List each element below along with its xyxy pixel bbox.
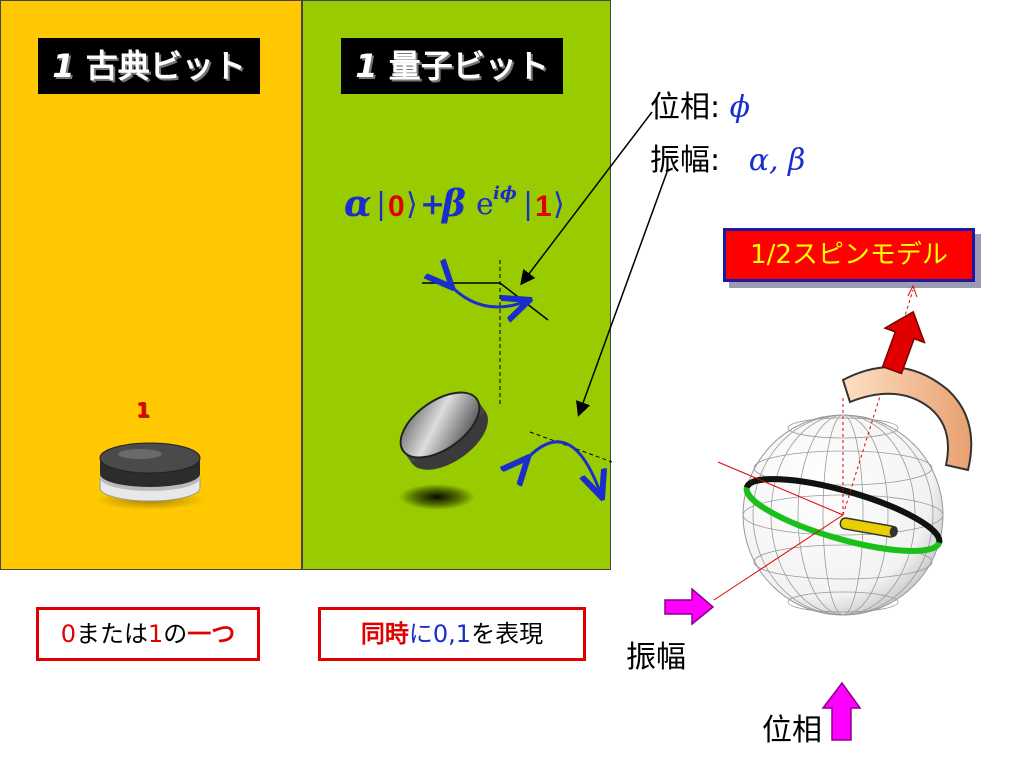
phase-legend-arrow [821,681,862,741]
phase-label: 位相: ϕ [650,90,751,125]
phase-callout-arrow [520,111,653,286]
svg-text:+: + [420,187,445,222]
classical-caption: 0または1の一つ [36,607,260,661]
phase-symbol: ϕ [729,90,751,125]
svg-text:⟩: ⟩ [553,187,565,222]
classical-bit-puck [95,442,205,510]
classical-bit-value: 1 [136,398,150,422]
coin-shadow [399,484,475,510]
spin-model-box: 1/2スピンモデル [723,228,975,282]
quantum-caption: 同時に0,1を表現 [318,607,586,661]
svg-text:e: e [476,187,494,222]
svg-text:iϕ: iϕ [493,183,517,204]
phase-angle-diagram [422,260,549,405]
amplitude-angle-diagram [524,431,613,492]
classical-bit-title: 1 古典ビット [38,38,260,94]
svg-text:0: 0 [388,190,405,223]
svg-text:α: α [344,183,372,225]
svg-text:β: β [440,183,466,225]
svg-text:|: | [376,187,386,222]
amplitude-callout-arrow [576,171,668,417]
amplitude-legend-arrow [664,587,715,626]
quantum-bit-title: 1 量子ビット [341,38,563,94]
legend-amplitude-label: 振幅 [626,640,686,675]
quantum-bit-coin [399,391,488,470]
svg-text:⟩: ⟩ [406,187,418,222]
svg-text:|: | [523,187,533,222]
amplitude-symbols: α, β [748,143,806,178]
state-equation: α | 0 ⟩ + β e iϕ | 1 ⟩ [344,183,565,225]
legend-phase-label: 位相 [762,713,822,748]
svg-text:1: 1 [535,190,552,223]
spin-sphere [713,284,973,616]
amplitude-label: 振幅: α, β [650,143,806,178]
